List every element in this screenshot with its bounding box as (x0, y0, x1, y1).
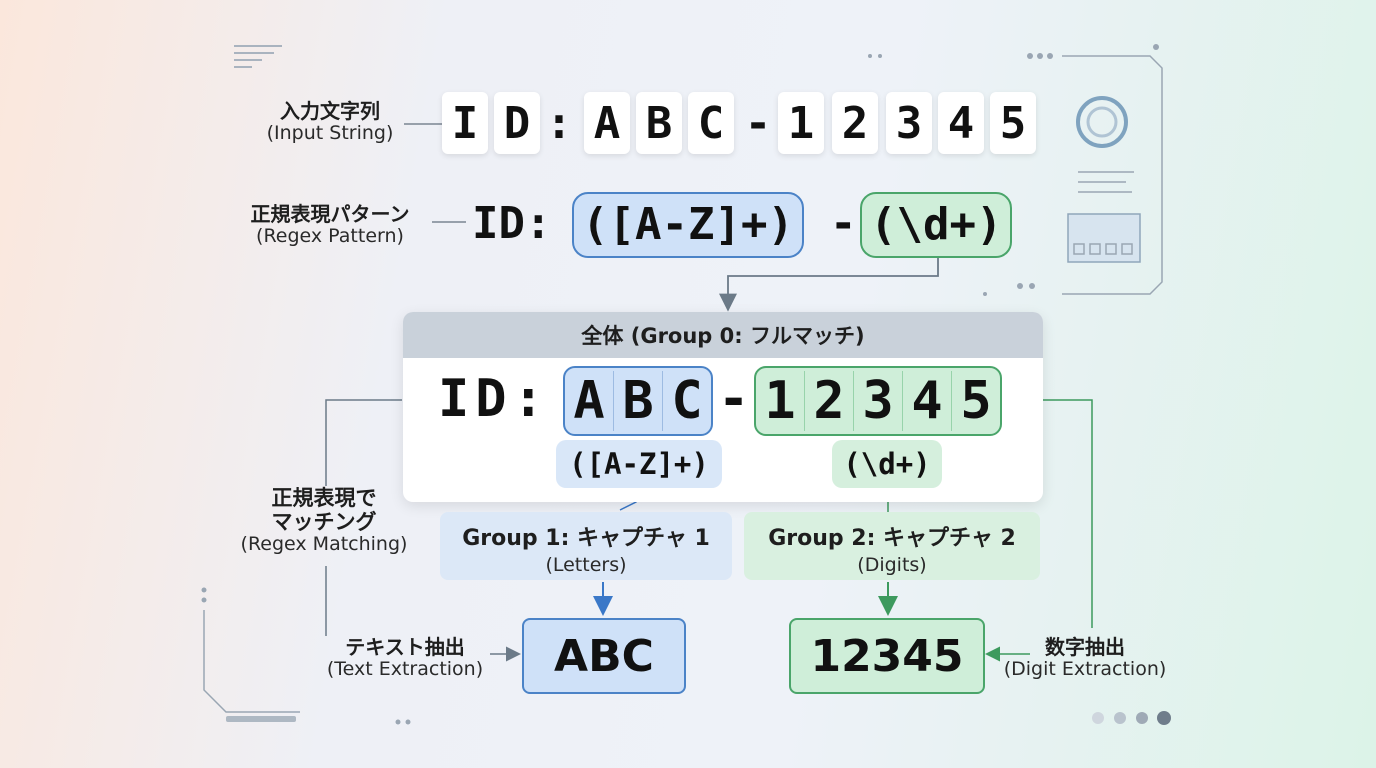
pattern-label: 正規表現パターン (Regex Pattern) (226, 203, 434, 248)
group1-sub: (Letters) (545, 554, 627, 576)
sub-pattern-2: (\d+) (832, 440, 942, 488)
input-label: 入力文字列 (Input String) (250, 100, 410, 145)
letter-char: B (614, 371, 663, 431)
input-char: I (442, 92, 488, 154)
input-char: A (584, 92, 630, 154)
sub-pattern-1: ([A-Z]+) (556, 440, 722, 488)
text-extraction-label: テキスト抽出 (Text Extraction) (318, 636, 492, 681)
matching-label-en: (Regex Matching) (240, 533, 408, 556)
input-char: B (636, 92, 682, 154)
input-label-en: (Input String) (266, 122, 394, 144)
letter-char: A (565, 371, 614, 431)
full-match-dash: - (718, 369, 750, 429)
input-char: : (545, 97, 573, 149)
pattern-prefix: ID: (472, 198, 552, 249)
input-char: 4 (938, 92, 984, 154)
input-char: C (688, 92, 734, 154)
input-char: 2 (832, 92, 878, 154)
pattern-label-en: (Regex Pattern) (256, 225, 404, 247)
pattern-group1: ([A-Z]+) (572, 192, 804, 258)
input-label-jp: 入力文字列 (280, 99, 380, 123)
input-char: 1 (778, 92, 824, 154)
matching-label-jp2: マッチング (271, 510, 377, 535)
digit-char: 5 (960, 371, 992, 431)
group2-sub: (Digits) (857, 554, 927, 576)
letter-char: C (671, 371, 703, 431)
digit-extraction-jp: 数字抽出 (1045, 635, 1125, 659)
group1-title: Group 1: キャプチャ 1 (462, 526, 710, 551)
input-char: D (494, 92, 540, 154)
matching-label-jp1: 正規表現で (271, 486, 377, 510)
digit-extraction-label: 数字抽出 (Digit Extraction) (998, 636, 1172, 681)
input-char: 5 (990, 92, 1036, 154)
text-result: ABC (522, 618, 686, 694)
group2-title: Group 2: キャプチャ 2 (768, 526, 1016, 551)
full-match-header: 全体 (Group 0: フルマッチ) (403, 312, 1043, 358)
pattern-dash: - (830, 198, 857, 249)
hud-frame-icon (1062, 55, 1163, 295)
pattern-label-jp: 正規表現パターン (250, 202, 410, 226)
full-match-prefix: ID: (438, 369, 550, 429)
digit-char: 4 (903, 371, 952, 431)
matching-label: 正規表現で マッチング (Regex Matching) (232, 486, 416, 556)
digit-extraction-en: (Digit Extraction) (1003, 658, 1167, 680)
text-extraction-en: (Text Extraction) (326, 658, 484, 680)
group2-box: Group 2: キャプチャ 2 (Digits) (744, 512, 1040, 580)
digit-result: 12345 (789, 618, 985, 694)
input-char: - (744, 97, 772, 149)
digit-char: 2 (805, 371, 854, 431)
input-char: 3 (886, 92, 932, 154)
text-extraction-jp: テキスト抽出 (345, 635, 465, 659)
decor-lines-icon (234, 45, 282, 68)
digit-char: 1 (756, 371, 805, 431)
decor-circuit-icon (203, 610, 300, 713)
group1-box: Group 1: キャプチャ 1 (Letters) (440, 512, 732, 580)
pattern-group2: (\d+) (860, 192, 1013, 258)
digit-char: 3 (854, 371, 903, 431)
full-match-digits: 1 2 3 4 5 (754, 366, 1002, 436)
full-match-letters: A B C (563, 366, 713, 436)
